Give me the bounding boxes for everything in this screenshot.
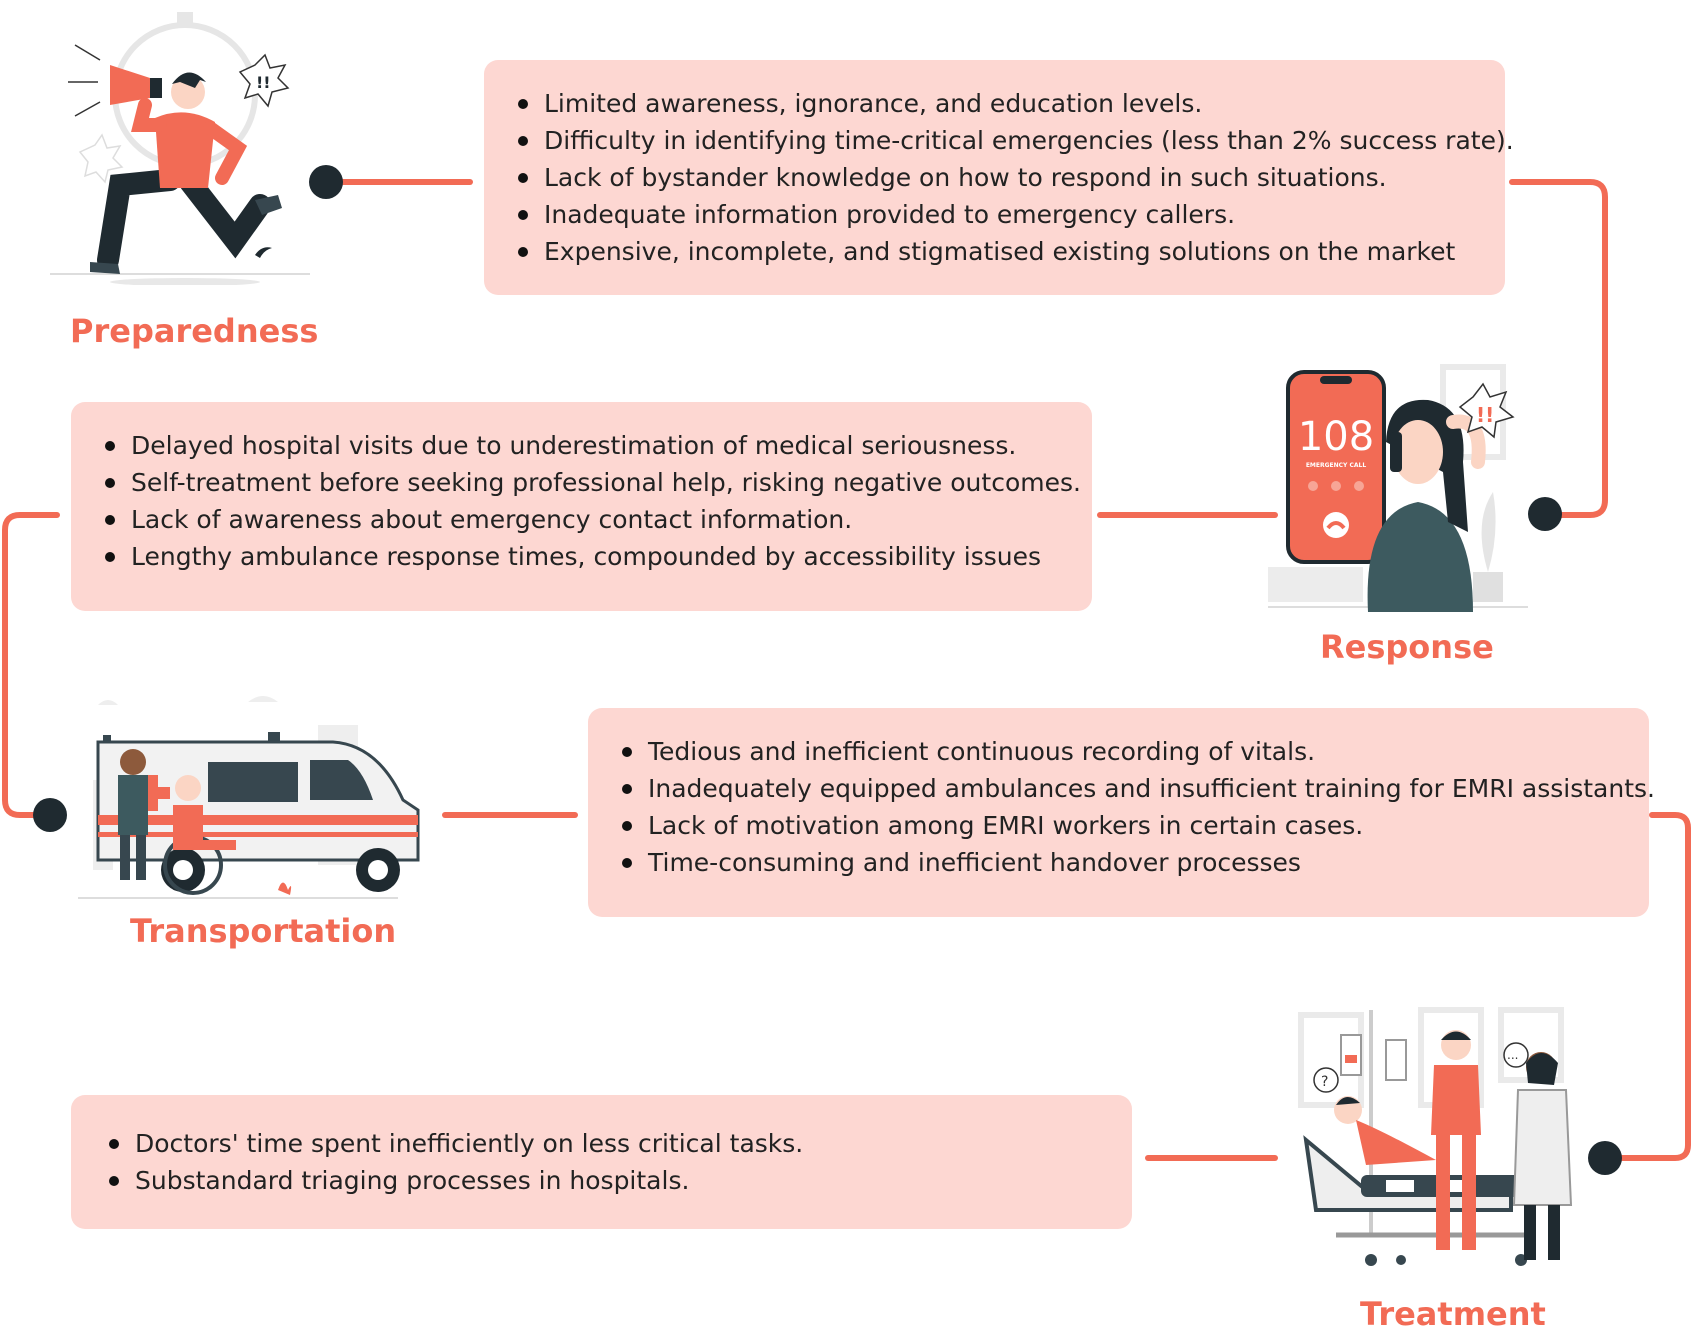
svg-text:!!: !!: [256, 73, 271, 92]
svg-text:!!: !!: [1476, 403, 1494, 427]
node-transportation: [33, 798, 67, 832]
stage-label-response: Response: [1320, 628, 1494, 666]
stage-label-treatment: Treatment: [1360, 1295, 1546, 1333]
phone-caption: EMERGENCY CALL: [1306, 462, 1367, 469]
preparedness-issues-list: Limited awareness, ignorance, and educat…: [516, 85, 1514, 270]
list-item: Substandard triaging processes in hospit…: [107, 1162, 1132, 1199]
stage-label-transportation: Transportation: [130, 912, 397, 950]
transportation-issues-box: Tedious and inefficient continuous recor…: [588, 708, 1655, 917]
list-item: Lack of awareness about emergency contac…: [103, 501, 1092, 538]
svg-text:?: ?: [1321, 1074, 1328, 1090]
ambulance-illustration: [78, 696, 420, 899]
list-item: Lack of motivation among EMRI workers in…: [620, 807, 1649, 844]
list-item: Self-treatment before seeking profession…: [103, 464, 1092, 501]
list-item: Doctors' time spent inefficiently on les…: [107, 1125, 1132, 1162]
svg-text:...: ...: [1507, 1048, 1518, 1062]
hospital-bed-illustration: ? ...: [1298, 1007, 1573, 1266]
node-treatment: [1588, 1141, 1622, 1175]
list-item: Lack of bystander knowledge on how to re…: [516, 159, 1505, 196]
running-man-megaphone-illustration: !!: [50, 12, 310, 285]
list-item: Expensive, incomplete, and stigmatised e…: [516, 233, 1505, 270]
connector-box3-treatment: [1605, 812, 1691, 1161]
connector-box1-response: [1509, 179, 1608, 518]
node-preparedness: [309, 165, 343, 199]
treatment-issues-box: Doctors' time spent inefficiently on les…: [71, 1095, 1132, 1229]
list-item: Limited awareness, ignorance, and educat…: [516, 85, 1505, 122]
stage-label-preparedness: Preparedness: [70, 312, 319, 350]
preparedness-issues-box: Limited awareness, ignorance, and educat…: [484, 60, 1514, 295]
list-item: Tedious and inefficient continuous recor…: [620, 733, 1649, 770]
list-item: Inadequate information provided to emerg…: [516, 196, 1505, 233]
phone-number: 108: [1298, 414, 1374, 460]
list-item: Time-consuming and inefficient handover …: [620, 844, 1649, 881]
transportation-issues-list: Tedious and inefficient continuous recor…: [620, 733, 1655, 881]
node-response: [1528, 497, 1562, 531]
connector-box2-transport: [2, 512, 60, 818]
treatment-issues-list: Doctors' time spent inefficiently on les…: [107, 1125, 1132, 1199]
response-issues-list: Delayed hospital visits due to underesti…: [103, 427, 1092, 575]
list-item: Delayed hospital visits due to underesti…: [103, 427, 1092, 464]
list-item: Difficulty in identifying time-critical …: [516, 122, 1514, 159]
response-issues-box: Delayed hospital visits due to underesti…: [71, 402, 1092, 611]
list-item: Lengthy ambulance response times, compou…: [103, 538, 1092, 575]
list-item: Inadequately equipped ambulances and ins…: [620, 770, 1655, 807]
emergency-call-illustration: 108 EMERGENCY CALL !!: [1268, 364, 1528, 612]
